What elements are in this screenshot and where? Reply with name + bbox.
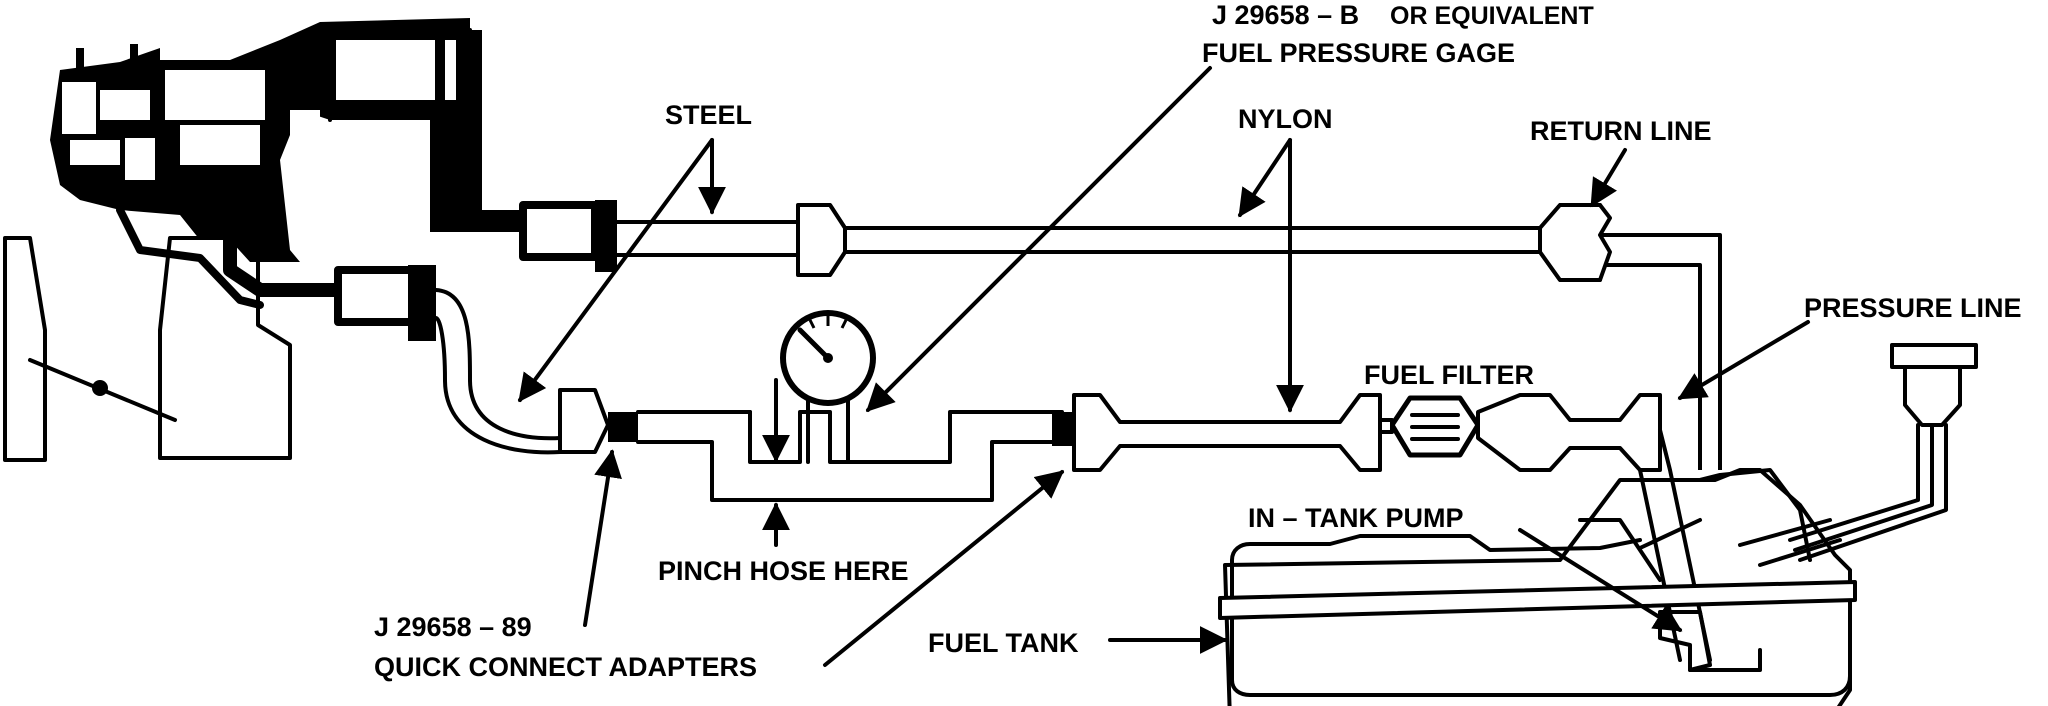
mounting-bracket [3, 236, 292, 462]
gage-part-label: J 29658 – B [1212, 0, 1359, 30]
fuel-filter [1378, 395, 1481, 458]
return-line-label: RETURN LINE [1530, 116, 1712, 146]
fuel-tank [1218, 468, 1857, 706]
gage-hose-assembly [636, 410, 1064, 502]
pinch-hose-label: PINCH HOSE HERE [658, 556, 909, 586]
leader-lines [518, 66, 1810, 667]
quick-connect-adapter-right [1052, 393, 1382, 472]
gage-name-label: FUEL PRESSURE GAGE [1202, 38, 1515, 68]
gage-equivalent-label: OR EQUIVALENT [1390, 2, 1594, 30]
engine-throttle-body [50, 18, 525, 309]
in-tank-pump-label: IN – TANK PUMP [1248, 503, 1464, 533]
nylon-label: NYLON [1238, 104, 1333, 134]
steel-label: STEEL [665, 100, 752, 130]
adapter-part-label: J 29658 – 89 [374, 612, 532, 642]
fuel-sender [1788, 343, 1978, 562]
fuel-pressure-gage [780, 310, 876, 464]
steel-return-connector [519, 200, 617, 272]
in-tank-pump [1578, 518, 1762, 672]
quick-connect-adapter-left [558, 388, 638, 454]
fuel-tank-label: FUEL TANK [928, 628, 1079, 658]
pressure-line-label: PRESSURE LINE [1804, 293, 2022, 323]
steel-pressure-connector [334, 265, 436, 341]
fuel-filter-label: FUEL FILTER [1364, 360, 1534, 390]
adapter-name-label: QUICK CONNECT ADAPTERS [374, 652, 757, 682]
